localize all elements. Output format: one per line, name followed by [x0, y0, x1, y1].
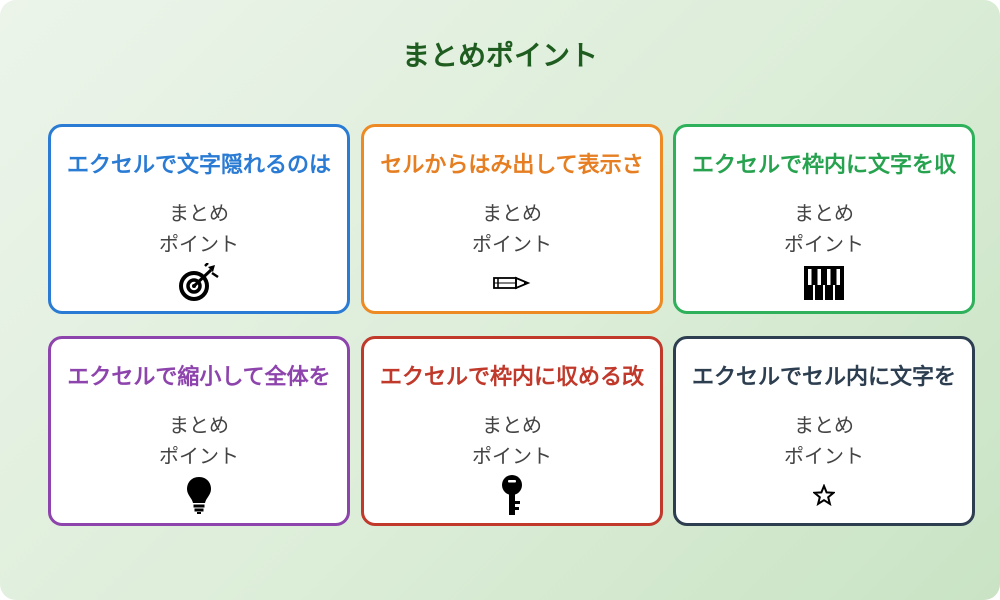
key-icon [475, 473, 549, 517]
card-subtitle-line2: ポイント [159, 232, 239, 256]
summary-card-1: エクセルで文字隠れるのは まとめ ポイント [48, 124, 350, 314]
summary-card-4: エクセルで縮小して全体を まとめ ポイント [48, 336, 350, 526]
card-subtitle-line1: まとめ [794, 413, 854, 437]
card-subtitle-line1: まとめ [482, 413, 542, 437]
card-subtitle-line2: ポイント [472, 444, 552, 468]
card-subtitle-line1: まとめ [794, 201, 854, 225]
target-icon [162, 261, 236, 305]
card-subtitle-line2: ポイント [472, 232, 552, 256]
card-title: エクセルで枠内に文字を収 [691, 153, 956, 178]
summary-card-2: セルからはみ出して表示さ まとめ ポイント [361, 124, 663, 314]
card-subtitle-line2: ポイント [159, 444, 239, 468]
card-title: エクセルで文字隠れるのは [66, 153, 331, 178]
star-icon [787, 473, 861, 517]
card-subtitle-line1: まとめ [169, 413, 229, 437]
lightbulb-icon [162, 473, 236, 517]
card-subtitle-line2: ポイント [784, 232, 864, 256]
summary-card-6: エクセルでセル内に文字を まとめ ポイント [673, 336, 975, 526]
pencil-icon [475, 261, 549, 305]
card-title: セルからはみ出して表示さ [380, 153, 644, 178]
piano-keys-icon [787, 261, 861, 305]
card-title: エクセルで枠内に収める改 [379, 365, 644, 390]
card-title: エクセルでセル内に文字を [691, 365, 956, 390]
card-subtitle-line2: ポイント [784, 444, 864, 468]
card-title: エクセルで縮小して全体を [67, 365, 331, 390]
summary-card-5: エクセルで枠内に収める改 まとめ ポイント [361, 336, 663, 526]
summary-card-3: エクセルで枠内に文字を収 まとめ ポイント [673, 124, 975, 314]
page-title: まとめポイント [401, 39, 598, 72]
card-subtitle-line1: まとめ [482, 201, 542, 225]
card-subtitle-line1: まとめ [169, 201, 229, 225]
